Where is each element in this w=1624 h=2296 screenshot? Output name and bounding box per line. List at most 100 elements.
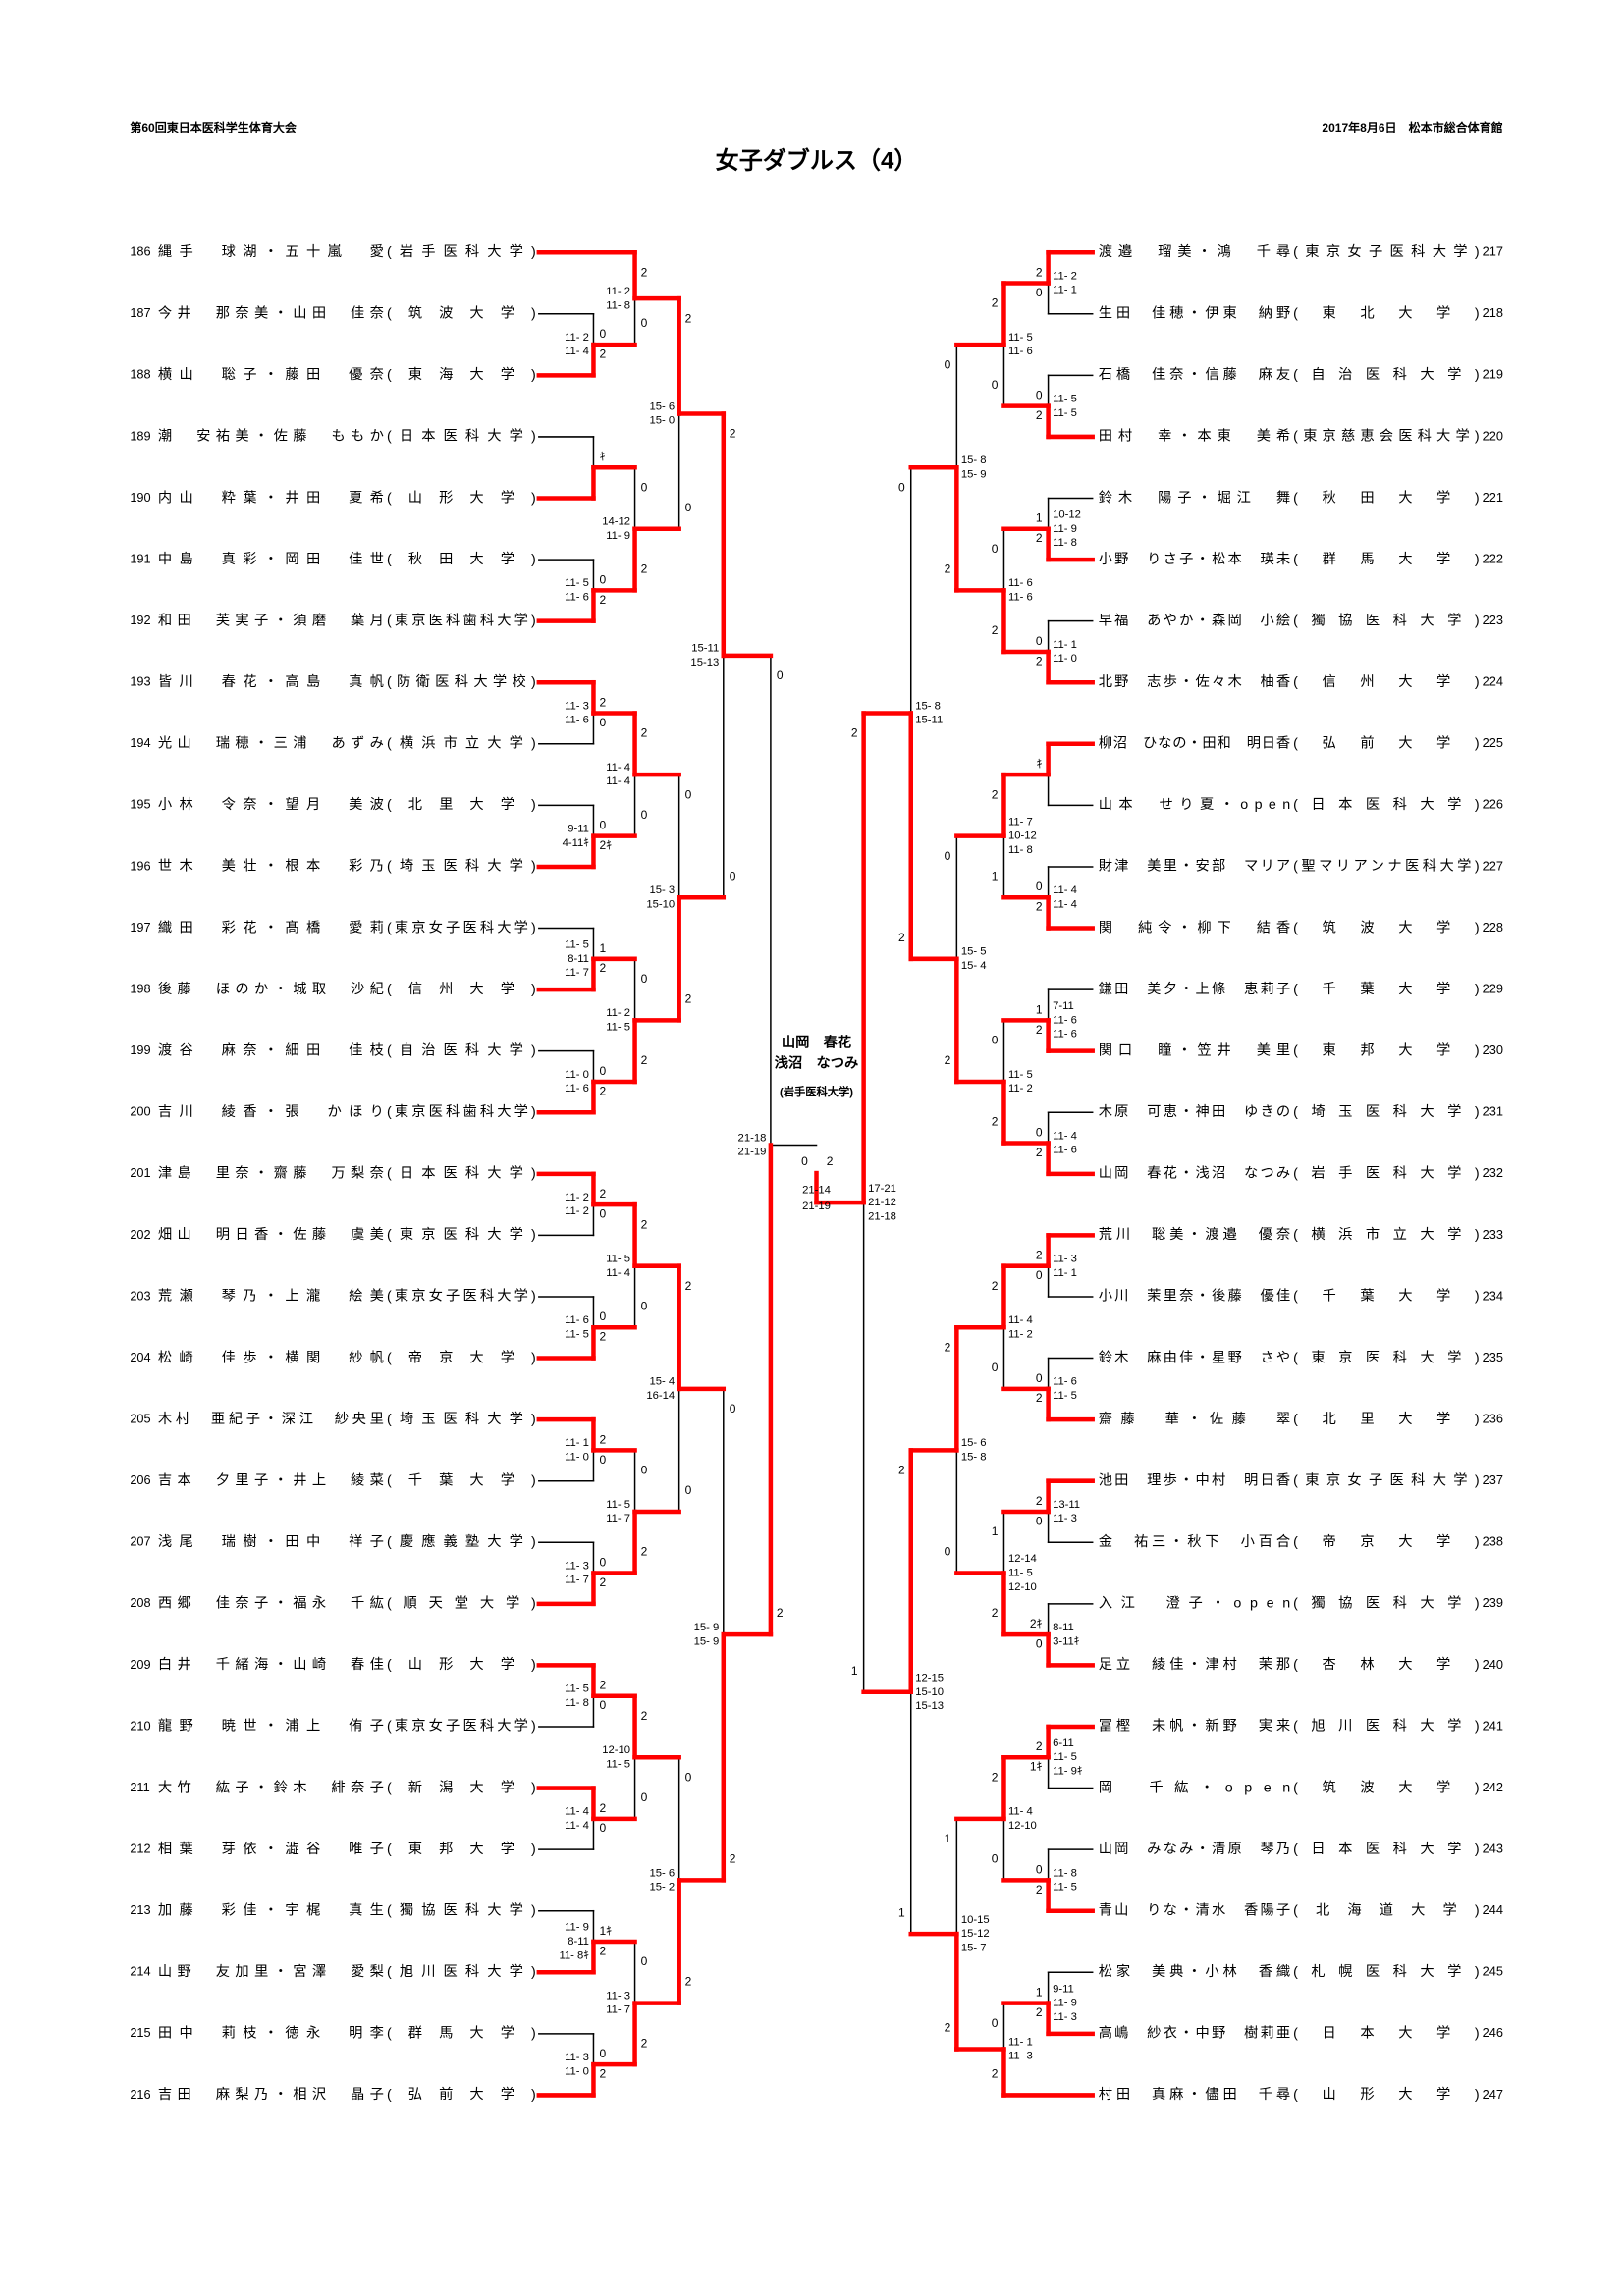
match-result: 1: [898, 1905, 905, 1919]
entry-school: (信州大学): [387, 981, 536, 997]
entry-seed: 245: [1483, 1964, 1503, 1979]
game-score: 15-11: [691, 643, 719, 655]
entry-seed: 240: [1483, 1657, 1503, 1672]
entry-players: 財津 美里・安部 マリア: [1099, 858, 1290, 875]
match-result: 0: [1036, 1268, 1043, 1282]
game-score: 16-14: [646, 1390, 675, 1402]
entry-players: 吉本 夕里子・井上 綾菜: [158, 1471, 384, 1488]
entry-players: 柳沼 ひなの・田和 明日香: [1099, 735, 1290, 752]
game-score: 11- 3: [565, 700, 589, 712]
entry-school: (順天堂大学): [387, 1595, 536, 1612]
game-score: 11- 6: [1053, 1376, 1077, 1388]
match-result: 2: [599, 1330, 606, 1344]
entry-players: 木原 可恵・神田 ゆきの: [1099, 1103, 1290, 1120]
game-score: 15-13: [915, 1700, 944, 1712]
entry-school: (秋田大学): [387, 551, 536, 567]
entry-players: 荒瀬 琴乃・上瀧 絵美: [158, 1288, 384, 1305]
entry-players: 石橋 佳奈・信藤 麻友: [1099, 366, 1290, 383]
champion-block: 山岡 春花 浅沼 なつみ (岩手医科大学): [775, 1033, 859, 1098]
game-score: 11- 9: [565, 1922, 589, 1934]
game-score: 15-11: [915, 715, 943, 726]
match-result: 0: [599, 1453, 606, 1467]
entry-seed: 236: [1483, 1411, 1503, 1425]
game-score: 11- 9: [1053, 1998, 1077, 2009]
entry-seed: 223: [1483, 613, 1503, 627]
game-score: 11- 9: [606, 530, 630, 542]
match-result: 2: [1036, 654, 1043, 667]
game-score: 11- 2: [565, 1205, 589, 1217]
entry-players: 山岡 みなみ・清原 琴乃: [1099, 1841, 1290, 1857]
game-score: 11- 6: [1053, 1145, 1077, 1156]
entry-school: (山形大学): [1293, 2086, 1479, 2103]
entry-school: (東邦大学): [1293, 1041, 1479, 1058]
entry-school: (埼玉医科大学): [1293, 1103, 1479, 1120]
entry-school: (東京医科歯科大学): [387, 612, 536, 628]
game-score: 11- 5: [1053, 407, 1077, 419]
game-score: 4-11ｷ: [563, 837, 590, 849]
match-result: 2: [1036, 900, 1043, 914]
entry-players: 内山 粋葉・井田 夏希: [158, 489, 384, 506]
game-score: 15-10: [646, 898, 675, 910]
match-result: 2: [945, 561, 951, 575]
match-result: 0: [685, 1483, 692, 1497]
entry-players: 小川 茉里奈・後藤 優佳: [1099, 1288, 1290, 1305]
game-score: 11- 7: [606, 2004, 630, 2016]
entry-school: (東京女子医科大学): [387, 1717, 536, 1735]
entry-seed: 229: [1483, 981, 1503, 995]
entry-players: 相葉 芽依・澁谷 唯子: [158, 1841, 384, 1857]
entry-school: (山形大学): [387, 489, 536, 506]
match-result: 2: [945, 2021, 951, 2035]
entry-players: 西郷 佳奈子・福永 千紘: [158, 1595, 384, 1612]
game-score: 11- 2: [1008, 1328, 1033, 1340]
match-result: 2: [641, 1053, 648, 1067]
entry-school: (横浜市立大学): [1293, 1226, 1479, 1243]
match-result: 0: [685, 1771, 692, 1785]
game-score: 15- 9: [694, 1635, 720, 1647]
game-score: 11- 5: [1008, 1069, 1033, 1081]
match-result: 2: [1036, 1023, 1043, 1037]
game-score: 11- 5: [606, 1022, 630, 1034]
game-score: 11- 5: [565, 939, 589, 951]
game-score: 9-11: [568, 824, 589, 835]
match-result: 0: [1036, 1371, 1043, 1385]
match-result: 2: [945, 1340, 951, 1354]
game-score: 11- 6: [1008, 577, 1033, 589]
game-score: 11- 1: [1053, 639, 1077, 651]
match-result: 0: [599, 1309, 606, 1323]
game-score: 11- 4: [1008, 1314, 1033, 1326]
entry-seed: 243: [1483, 1842, 1503, 1856]
game-score: 8-11: [568, 1936, 589, 1948]
match-result: 0: [730, 1402, 736, 1415]
entry-players: 小野 りさ子・松本 瑛未: [1099, 551, 1290, 567]
game-score: 11- 3: [1053, 1513, 1077, 1524]
match-result: 2: [851, 726, 858, 740]
game-score: 10-12: [1008, 830, 1037, 842]
entry-school: (慶應義塾大学): [387, 1532, 536, 1550]
match-result: 0: [898, 480, 905, 494]
game-score: 11- 2: [1053, 270, 1077, 282]
entry-players: 田村 幸・本東 美希: [1099, 428, 1290, 445]
entry-school: (帝京大学): [387, 1349, 536, 1365]
match-result: 2: [599, 347, 606, 360]
game-score: 11- 9ｷ: [1053, 1766, 1083, 1778]
game-score: 11- 2: [565, 332, 589, 344]
entry-players: 鈴木 陽子・堀江 舞: [1099, 489, 1290, 506]
entry-seed: 235: [1483, 1350, 1503, 1364]
match-result: ｷ: [1037, 757, 1043, 771]
game-score: 11- 4: [606, 762, 630, 774]
entry-players: 関 純令・柳下 結香: [1099, 919, 1290, 935]
match-result: 2: [1036, 1494, 1043, 1508]
game-score: 11- 0: [565, 1452, 589, 1464]
game-score: 11- 0: [565, 2065, 589, 2077]
game-score: 11- 9: [1053, 523, 1077, 535]
match-result: 0: [1036, 1514, 1043, 1527]
game-score: 11- 6: [1053, 1014, 1077, 1026]
entry-seed: 192: [130, 613, 150, 627]
match-result: 0: [777, 668, 784, 682]
game-score: 11- 1: [565, 1437, 589, 1449]
match-result: 2: [599, 1084, 606, 1097]
game-score: 11- 4: [565, 1806, 589, 1818]
game-score: 11- 6: [1008, 591, 1033, 603]
match-result: 2: [641, 265, 648, 279]
entry-players: 北野 志歩・佐々木 柚香: [1099, 673, 1290, 690]
